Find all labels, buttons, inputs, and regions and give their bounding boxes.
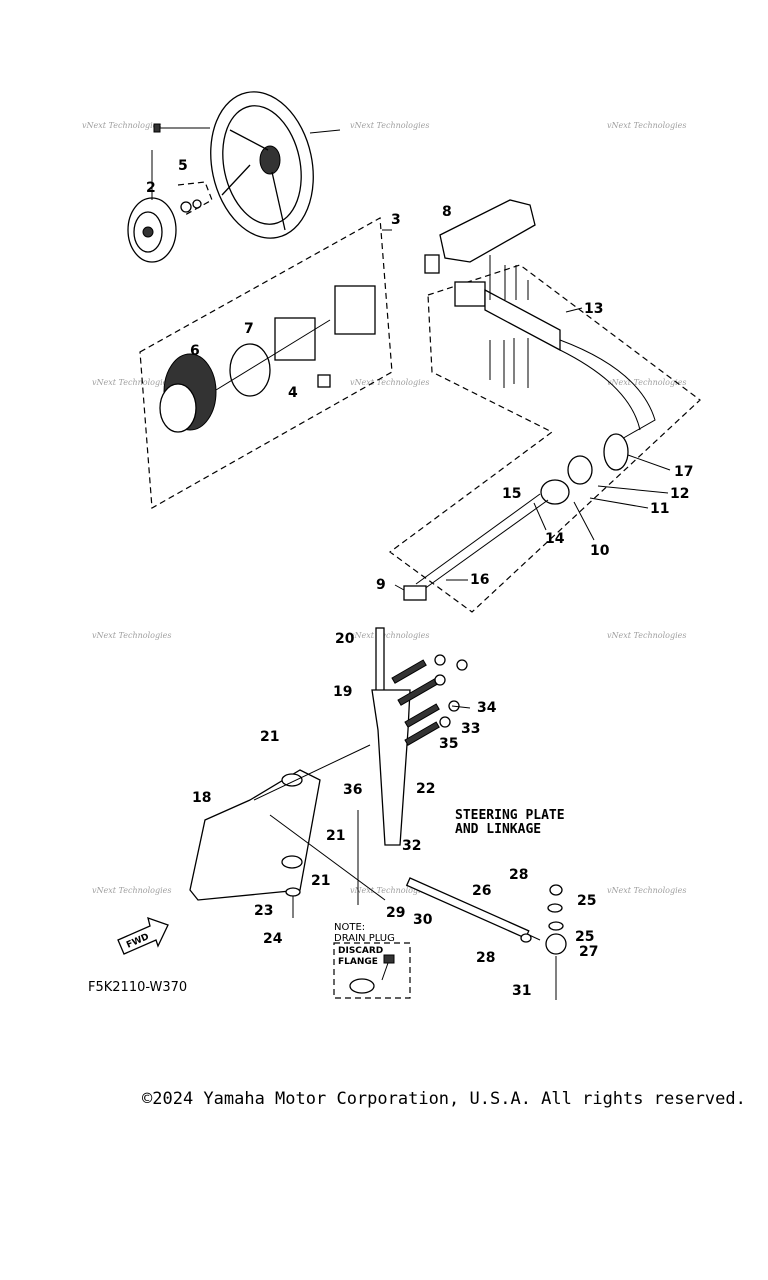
note-box: NOTE: DRAIN PLUG DISCARD FLANGE [333, 922, 411, 999]
callout: 14 [545, 531, 565, 547]
callout: 28 [476, 950, 495, 966]
callout: 26 [472, 883, 491, 899]
callout: 20 [335, 631, 355, 647]
studs [391, 654, 468, 746]
watermark: vNext Technologies [82, 121, 161, 130]
callout: 27 [579, 944, 598, 960]
callout: 12 [670, 486, 689, 502]
callout: 21 [260, 729, 279, 745]
note-subtitle: DRAIN PLUG [334, 933, 395, 944]
watermark: vNext Technologies [92, 378, 171, 387]
callout: 8 [442, 204, 452, 220]
watermark: vNext Technologies [607, 121, 686, 130]
diagram-code: F5K2110-W370 [88, 980, 187, 995]
callout: 33 [461, 721, 480, 737]
callout: 2 [146, 180, 156, 196]
group-3-box [139, 217, 393, 509]
callout: 13 [584, 301, 603, 317]
bolts [489, 255, 529, 388]
note-title: NOTE: [334, 922, 365, 933]
callout: 7 [244, 321, 254, 337]
watermark: vNext Technologies [92, 631, 171, 640]
callout: 24 [263, 931, 283, 947]
steering-plate [189, 627, 567, 1000]
callout: 5 [178, 158, 188, 174]
callout: 9 [376, 577, 386, 593]
watermark: vNext Technologies [350, 886, 429, 895]
callout: 36 [343, 782, 362, 798]
callout: 19 [333, 684, 352, 700]
callout: 34 [477, 700, 497, 716]
note-discard: DISCARD [338, 946, 383, 956]
watermark: vNext Technologies [92, 886, 171, 895]
fwd-arrow: FWD [117, 916, 169, 955]
hub-cap [127, 123, 210, 263]
callout: 15 [502, 486, 521, 502]
callout: 17 [674, 464, 693, 480]
callouts: 2 5 3 8 13 6 7 4 17 12 11 15 14 10 9 16 … [146, 158, 693, 999]
callout: 35 [439, 736, 458, 752]
callout: 18 [192, 790, 211, 806]
callout: 28 [509, 867, 528, 883]
callout: 11 [650, 501, 669, 517]
leader-lines [309, 129, 671, 905]
watermark: vNext Technologies [350, 631, 429, 640]
callout: 31 [512, 983, 531, 999]
note-flange: FLANGE [338, 957, 378, 967]
callout: 16 [470, 572, 489, 588]
helm-assembly [159, 285, 376, 433]
group-13-box [388, 264, 701, 613]
caption-line-2: AND LINKAGE [455, 822, 541, 837]
watermark: vNext Technologies [607, 378, 686, 387]
callout: 25 [577, 893, 596, 909]
callout: 4 [288, 385, 298, 401]
callout: 21 [311, 873, 330, 889]
callout: 3 [391, 212, 401, 228]
callout: 25 [575, 929, 594, 945]
callout: 30 [413, 912, 433, 928]
callout: 22 [416, 781, 435, 797]
callout: 23 [254, 903, 273, 919]
callout: 29 [386, 905, 405, 921]
callout: 6 [190, 343, 200, 359]
control-box [424, 199, 536, 274]
steering-wheel [210, 91, 314, 239]
caption-line-1: STEERING PLATE [455, 808, 565, 823]
callout: 21 [326, 828, 345, 844]
copyright-notice: ©2024 Yamaha Motor Corporation, U.S.A. A… [142, 1089, 746, 1109]
harness [403, 281, 656, 601]
nut-washer [177, 181, 213, 216]
watermark: vNext Technologies [350, 121, 429, 130]
callout: 32 [402, 838, 421, 854]
watermarks: vNext Technologies vNext Technologies vN… [82, 121, 686, 895]
callout: 10 [590, 543, 610, 559]
watermark: vNext Technologies [607, 631, 686, 640]
watermark: vNext Technologies [350, 378, 429, 387]
watermark: vNext Technologies [607, 886, 686, 895]
parts-diagram: vNext Technologies vNext Technologies vN… [82, 91, 701, 1000]
